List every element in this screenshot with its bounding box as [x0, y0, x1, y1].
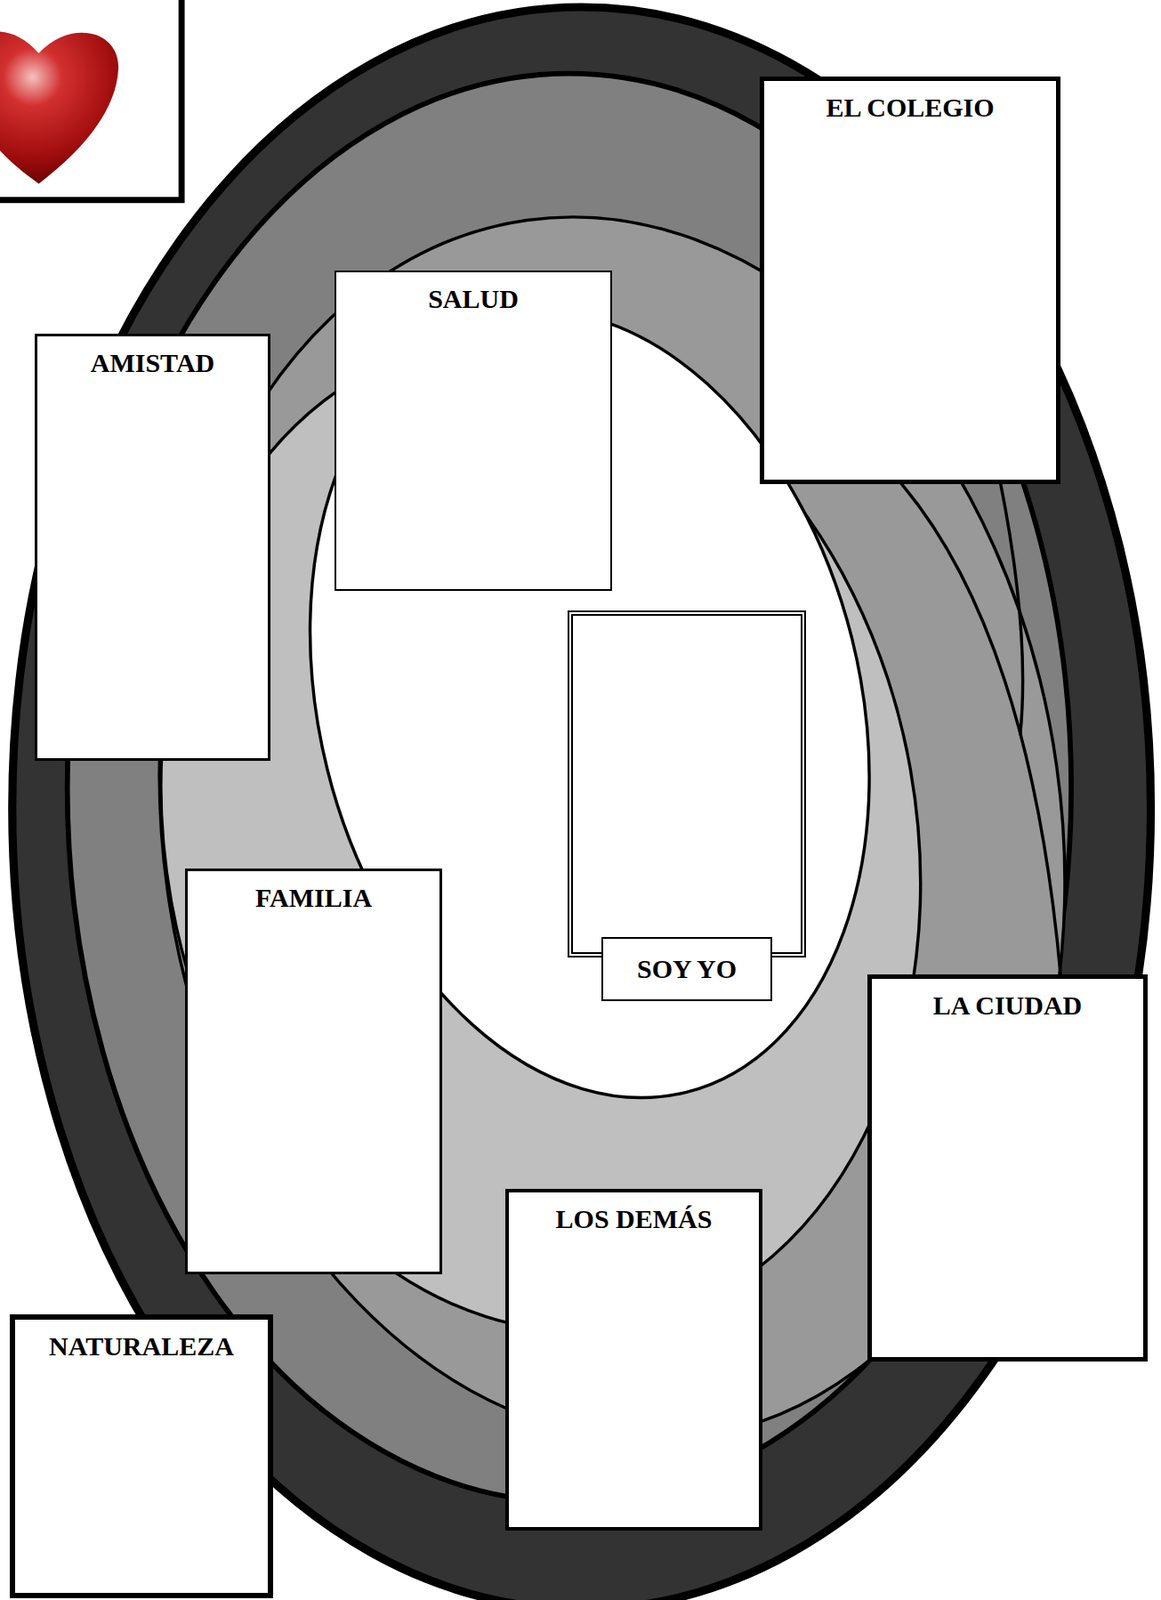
nature-box: NATURALEZA — [9, 1314, 274, 1598]
box-heading: AMISTAD — [37, 336, 268, 379]
box-heading: NATURALEZA — [15, 1319, 268, 1363]
self-frame: SOY YO — [567, 610, 807, 958]
heart-icon — [0, 31, 119, 184]
box-heading: EL COLEGIO — [764, 80, 1057, 124]
swirl-line — [897, 479, 1061, 980]
friendship-box: AMISTAD — [34, 333, 271, 761]
box-heading: SALUD — [336, 272, 611, 315]
health-box: SALUD — [334, 270, 613, 591]
swirl-line — [999, 479, 1024, 735]
box-heading: LA CIUDAD — [871, 978, 1144, 1022]
box-heading: LOS DEMÁS — [508, 1192, 759, 1235]
city-box: LA CIUDAD — [867, 974, 1148, 1362]
family-box: FAMILIA — [185, 868, 443, 1274]
school-box: EL COLEGIO — [759, 76, 1061, 484]
others-box: LOS DEMÁS — [505, 1188, 763, 1531]
frame-label: SOY YO — [601, 936, 773, 1001]
box-heading: FAMILIA — [187, 870, 440, 914]
